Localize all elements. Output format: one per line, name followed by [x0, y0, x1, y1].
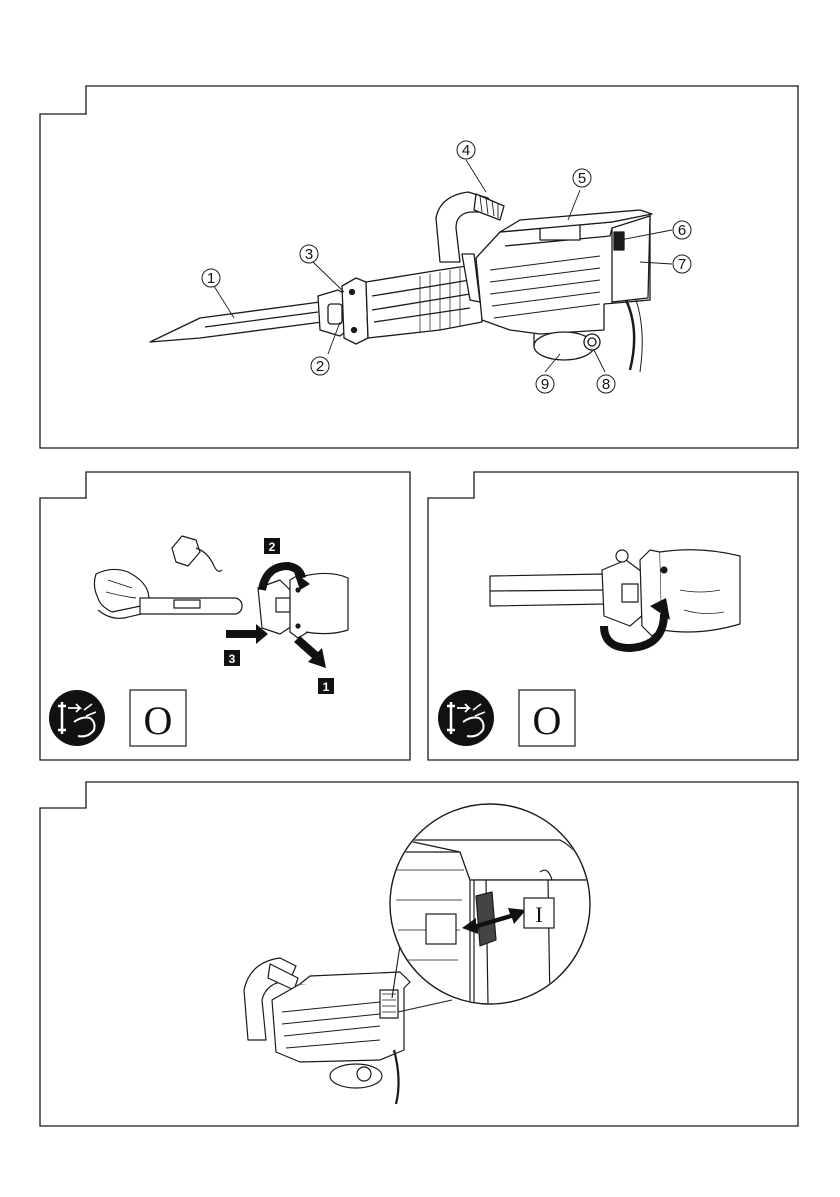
svg-text:2: 2 — [316, 358, 324, 375]
callout-4: 4 — [457, 141, 475, 159]
svg-text:5: 5 — [578, 170, 586, 187]
svg-text:O: O — [144, 698, 173, 743]
svg-text:O: O — [533, 698, 562, 743]
callout-7: 7 — [673, 255, 691, 273]
switch-off-symbol: O — [130, 690, 186, 746]
svg-text:4: 4 — [462, 142, 470, 159]
svg-text:8: 8 — [602, 376, 610, 393]
svg-text:1: 1 — [207, 270, 215, 287]
switch-off-box — [426, 914, 456, 944]
callout-8: 8 — [597, 375, 615, 393]
step-badge-2: 2 — [264, 538, 280, 554]
svg-text:7: 7 — [678, 256, 686, 273]
unplug-icon — [438, 690, 494, 746]
switch-on-symbol: I — [524, 898, 554, 928]
callout-9: 9 — [536, 375, 554, 393]
switch-off-symbol: O — [519, 690, 575, 746]
svg-text:2: 2 — [269, 540, 276, 554]
unplug-icon — [49, 690, 105, 746]
callout-3: 3 — [300, 245, 318, 263]
step-badge-3: 3 — [224, 650, 240, 666]
svg-text:I: I — [535, 902, 542, 927]
callout-2: 2 — [311, 357, 329, 375]
svg-text:3: 3 — [305, 246, 313, 263]
svg-text:1: 1 — [323, 680, 330, 694]
svg-text:9: 9 — [541, 376, 549, 393]
callout-5: 5 — [573, 169, 591, 187]
svg-text:3: 3 — [229, 652, 236, 666]
svg-text:6: 6 — [678, 222, 686, 239]
callout-1: 1 — [202, 269, 220, 287]
callout-6: 6 — [673, 221, 691, 239]
step-badge-1: 1 — [318, 678, 334, 694]
switch-closeup — [390, 804, 590, 1004]
